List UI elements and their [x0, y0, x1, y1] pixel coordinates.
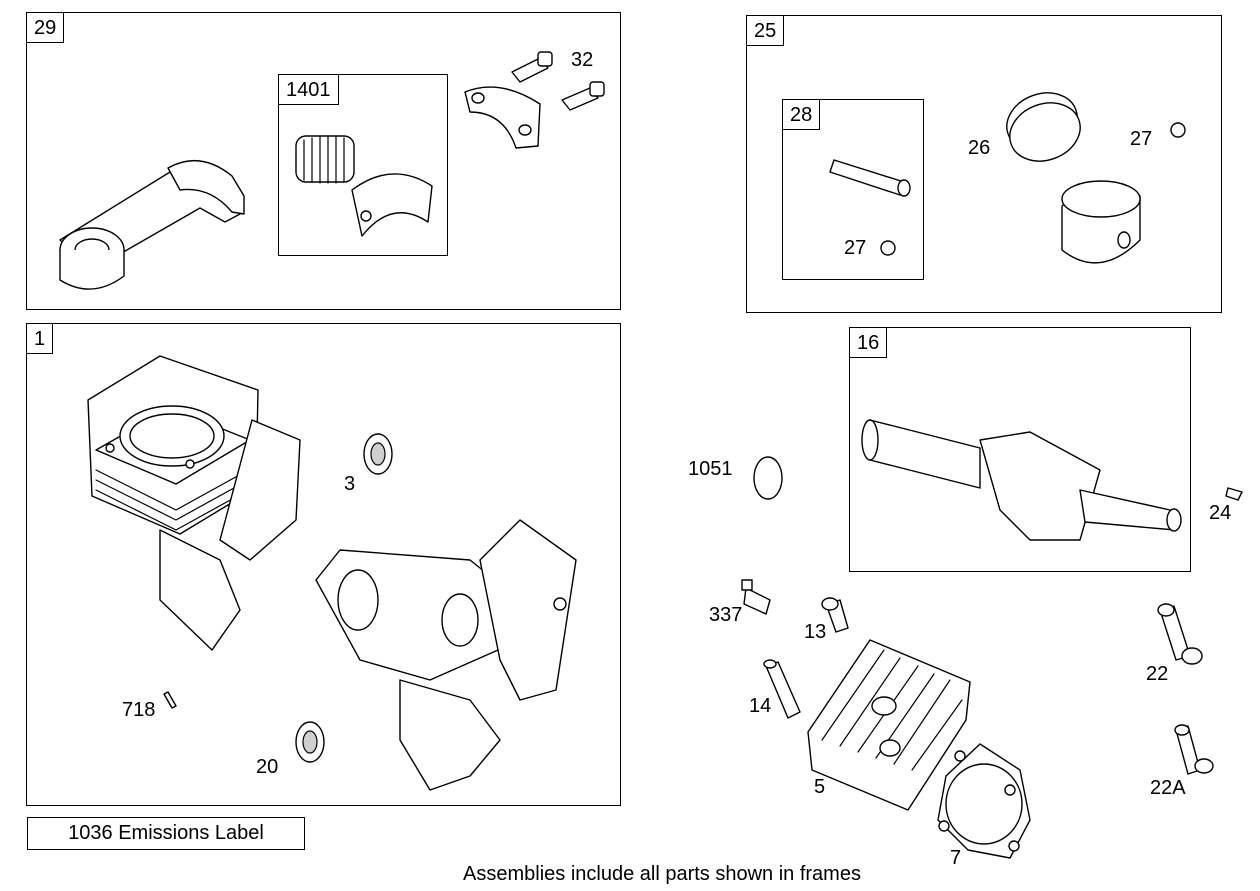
- crankcase-drawing: [315, 519, 577, 791]
- callout-27-frame25: 27: [1130, 128, 1153, 150]
- callout-22a: 22A: [1150, 777, 1186, 799]
- frame-tag-1401: 1401: [279, 75, 339, 105]
- callout-7: 7: [950, 847, 962, 869]
- bearing-1401-drawing: [295, 135, 433, 237]
- callout-32: 32: [571, 49, 594, 71]
- cylinder-block-drawing: [87, 355, 301, 651]
- callout-27-frame28: 27: [844, 237, 867, 259]
- frame-tag-25: 25: [747, 16, 785, 46]
- footer-note-text: Assemblies include all parts shown in fr…: [463, 863, 861, 885]
- callout-20: 20: [256, 756, 279, 778]
- frame-tag-1: 1: [27, 324, 54, 354]
- emissions-label-box: 1036 Emissions Label: [27, 817, 305, 850]
- rod-cap-drawing: [464, 51, 605, 149]
- crankshaft-drawing: [861, 419, 1182, 541]
- footer-note: Assemblies include all parts shown in fr…: [0, 862, 1260, 886]
- callout-5: 5: [814, 776, 826, 798]
- callout-1051: 1051: [688, 458, 733, 480]
- fasteners-drawing: [741, 579, 1214, 775]
- cylinder-head-drawing: [807, 639, 971, 811]
- callout-24: 24: [1209, 502, 1232, 524]
- callout-337: 337: [709, 604, 743, 626]
- frame-tag-28: 28: [783, 100, 821, 130]
- head-gasket-drawing: [937, 743, 1031, 859]
- bearings-drawing: [163, 433, 393, 763]
- frame-tag-29: 29: [27, 13, 65, 43]
- frame-tag-16: 16: [850, 328, 888, 358]
- callout-14: 14: [749, 695, 772, 717]
- callout-13: 13: [804, 621, 827, 643]
- callout-3: 3: [344, 473, 356, 495]
- piston-group-drawing: [829, 92, 1186, 264]
- small-parts-drawing: [753, 456, 1243, 501]
- callout-22: 22: [1146, 663, 1169, 685]
- callout-718: 718: [122, 699, 156, 721]
- callout-26: 26: [968, 137, 991, 159]
- connecting-rod-drawing: [59, 159, 245, 290]
